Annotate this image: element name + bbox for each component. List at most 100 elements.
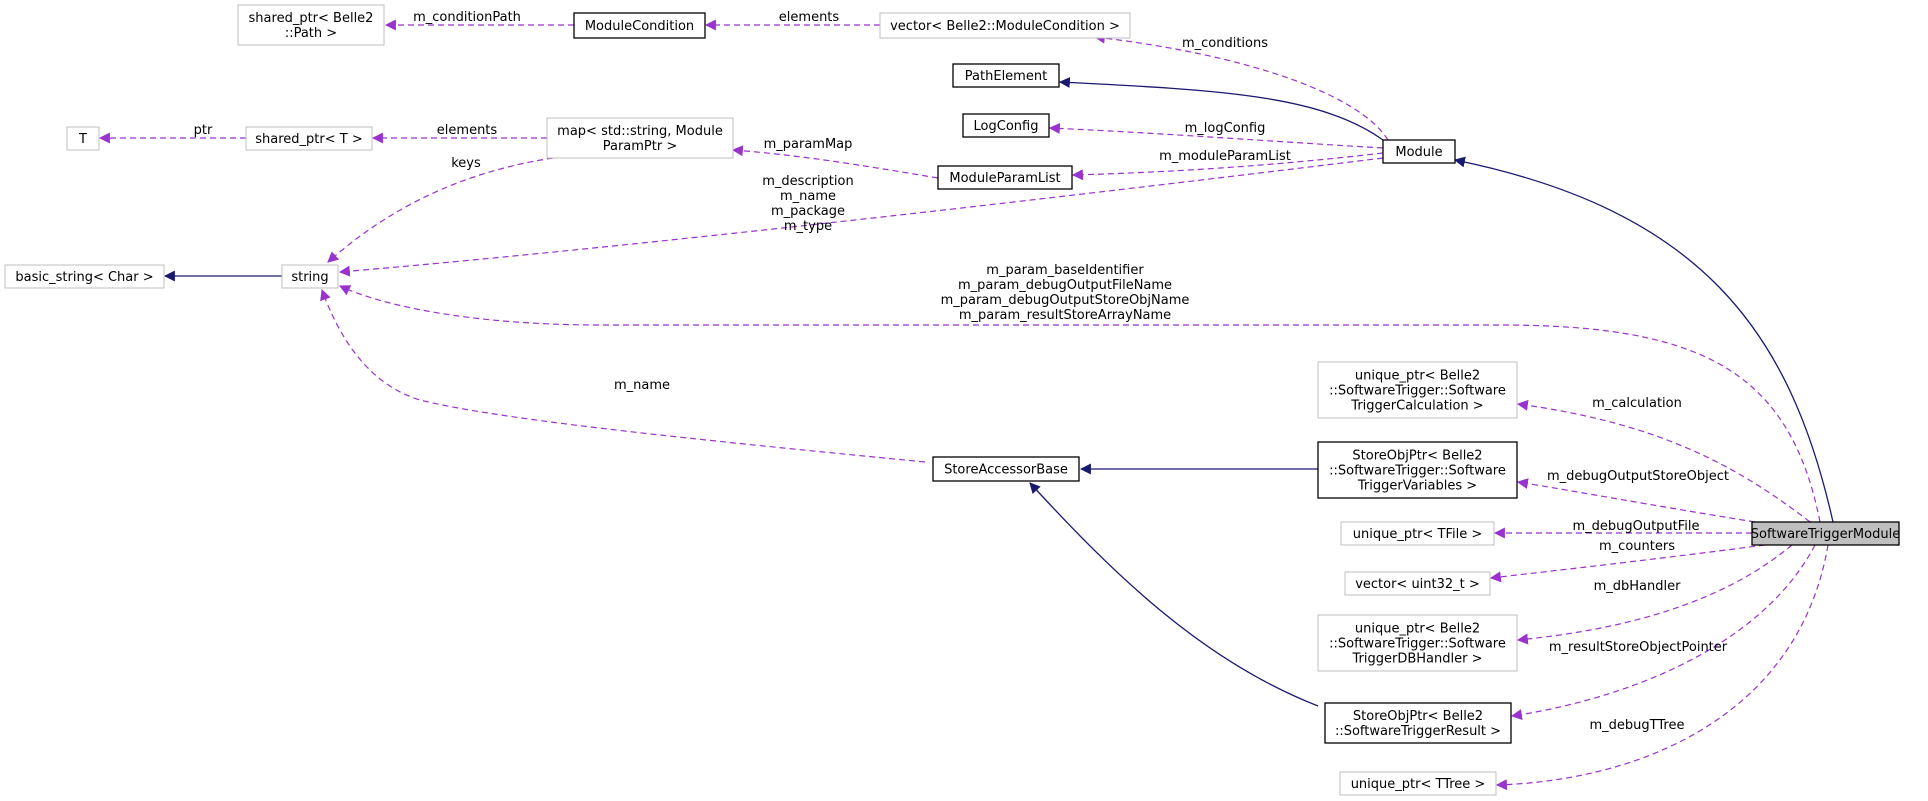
- node-label: ::SoftwareTrigger::Software: [1329, 464, 1506, 479]
- edge-m-dbhandler: [1516, 544, 1793, 645]
- edge-label-param-strings: m_param_resultStoreArrayName: [959, 308, 1171, 323]
- edge-m-moduleparamlist: [1071, 152, 1384, 181]
- node-shared-ptr-t[interactable]: shared_ptr< T >: [245, 126, 373, 151]
- node-software-trigger-module[interactable]: SoftwareTriggerModule: [1751, 521, 1900, 546]
- node-label: unique_ptr< TFile >: [1353, 527, 1483, 542]
- edge-m-conditions: [1093, 32, 1389, 141]
- edge-label-m-logconfig: m_logConfig: [1185, 121, 1266, 136]
- node-label: vector< uint32_t >: [1355, 577, 1480, 592]
- node-unique-ptr-calc[interactable]: unique_ptr< Belle2::SoftwareTrigger::Sof…: [1317, 361, 1518, 419]
- edge-label-m-dbhandler: m_dbHandler: [1594, 579, 1682, 594]
- node-unique-ptr-tfile[interactable]: unique_ptr< TFile >: [1340, 521, 1495, 546]
- node-box: [932, 456, 1080, 482]
- node-log-config[interactable]: LogConfig: [962, 113, 1050, 138]
- node-basic-string[interactable]: basic_string< Char >: [4, 264, 165, 289]
- edge-keys: [327, 157, 554, 263]
- node-box: [1344, 571, 1491, 596]
- node-vector-uint32[interactable]: vector< uint32_t >: [1344, 571, 1491, 596]
- edge-storeobjptrresult-to-storeaccessorbase: [1029, 482, 1319, 707]
- edge-label-m-conditions: m_conditions: [1182, 36, 1268, 51]
- edge-label-param-strings: m_param_debugOutputFileName: [958, 278, 1172, 293]
- edge-label-m-calculation: m_calculation: [1592, 396, 1682, 411]
- node-box: [1382, 139, 1456, 164]
- edge-label-module-strings: m_description: [762, 174, 853, 189]
- node-label: TriggerCalculation >: [1350, 399, 1483, 414]
- edge-m-name: [320, 288, 926, 463]
- edge-label-m-resultstoreobjectpointer: m_resultStoreObjectPointer: [1549, 640, 1728, 655]
- node-box: [245, 126, 373, 151]
- node-module[interactable]: Module: [1382, 139, 1456, 164]
- node-string[interactable]: string: [281, 264, 339, 289]
- node-box: [1324, 702, 1512, 744]
- node-box: [1317, 614, 1518, 672]
- node-label: basic_string< Char >: [15, 270, 153, 285]
- edge-label-param-strings: m_param_baseIdentifier: [986, 263, 1144, 278]
- edges-layer: [98, 19, 1834, 791]
- node-label: vector< Belle2::ModuleCondition >: [890, 19, 1120, 34]
- node-box: [1340, 521, 1495, 546]
- node-store-accessor-base[interactable]: StoreAccessorBase: [932, 456, 1080, 482]
- node-path-element[interactable]: PathElement: [952, 63, 1060, 88]
- node-unique-ptr-db[interactable]: unique_ptr< Belle2::SoftwareTrigger::Sof…: [1317, 614, 1518, 672]
- node-label: ::SoftwareTriggerResult >: [1335, 724, 1501, 739]
- node-module-condition[interactable]: ModuleCondition: [573, 12, 706, 39]
- edge-m-logconfig: [1048, 122, 1384, 149]
- edge-label-m-debugoutputfile: m_debugOutputFile: [1572, 519, 1699, 534]
- node-label: ModuleCondition: [585, 19, 694, 34]
- node-label: Module: [1395, 145, 1442, 160]
- node-label: unique_ptr< Belle2: [1355, 622, 1480, 637]
- edge-label-param-strings: m_param_debugOutputStoreObjName: [941, 293, 1190, 308]
- node-label: ParamPtr >: [603, 139, 678, 154]
- node-label: shared_ptr< Belle2: [249, 11, 374, 26]
- edge-m-counters: [1489, 544, 1766, 583]
- node-vector-module-condition[interactable]: vector< Belle2::ModuleCondition >: [879, 12, 1131, 39]
- edge-label-m-moduleparamlist: m_moduleParamList: [1159, 149, 1291, 164]
- node-label: TriggerDBHandler >: [1352, 652, 1483, 667]
- node-store-obj-ptr-result[interactable]: StoreObjPtr< Belle2::SoftwareTriggerResu…: [1324, 702, 1512, 744]
- edge-label-module-strings: m_package: [771, 204, 845, 219]
- edge-label-m-counters: m_counters: [1599, 539, 1675, 554]
- node-box: [573, 12, 706, 39]
- edge-label-elements-cond: elements: [779, 10, 840, 25]
- node-label: T: [78, 132, 87, 147]
- node-label: ModuleParamList: [949, 171, 1060, 186]
- node-box: [937, 165, 1073, 190]
- edge-label-m-conditionpath: m_conditionPath: [413, 10, 521, 25]
- edge-m-debugoutputstoreobject: [1516, 478, 1756, 523]
- node-box: [1317, 441, 1518, 499]
- edge-softwaretriggermodule-to-module: [1453, 156, 1834, 523]
- node-box: [879, 12, 1131, 39]
- node-box: [1317, 361, 1518, 419]
- edge-m-parammap: [731, 145, 939, 179]
- node-label: SoftwareTriggerModule: [1751, 527, 1900, 542]
- edge-label-module-strings: m_type: [784, 219, 832, 234]
- node-module-param-list[interactable]: ModuleParamList: [937, 165, 1073, 190]
- edge-module-strings: [338, 157, 1384, 277]
- node-shared-ptr-path[interactable]: shared_ptr< Belle2::Path >: [237, 4, 385, 46]
- edge-label-m-parammap: m_paramMap: [764, 137, 853, 152]
- node-label: map< std::string, Module: [557, 124, 723, 139]
- node-label: ::SoftwareTrigger::Software: [1329, 384, 1506, 399]
- node-label: StoreObjPtr< Belle2: [1352, 449, 1482, 464]
- node-box: [1751, 521, 1900, 546]
- edge-m-resultstoreobjectpointer: [1510, 544, 1816, 720]
- edge-label-m-name: m_name: [614, 378, 670, 393]
- node-label: unique_ptr< TTree >: [1351, 777, 1486, 792]
- node-label: StoreAccessorBase: [944, 463, 1068, 478]
- node-box: [1339, 771, 1497, 796]
- node-box: [546, 117, 734, 159]
- node-label: PathElement: [965, 69, 1047, 84]
- node-label: StoreObjPtr< Belle2: [1353, 709, 1483, 724]
- node-label: LogConfig: [974, 119, 1039, 134]
- node-unique-ptr-ttree[interactable]: unique_ptr< TTree >: [1339, 771, 1497, 796]
- edge-label-ptr: ptr: [194, 123, 213, 138]
- node-store-obj-ptr-vars[interactable]: StoreObjPtr< Belle2::SoftwareTrigger::So…: [1317, 441, 1518, 499]
- node-label: ::SoftwareTrigger::Software: [1329, 637, 1506, 652]
- nodes-layer: SoftwareTriggerModule Module PathElementLo…: [4, 4, 1900, 796]
- node-t[interactable]: T: [66, 126, 100, 151]
- edge-label-m-debugttree: m_debugTTree: [1590, 718, 1685, 733]
- edge-module-to-pathelement: [1058, 77, 1384, 141]
